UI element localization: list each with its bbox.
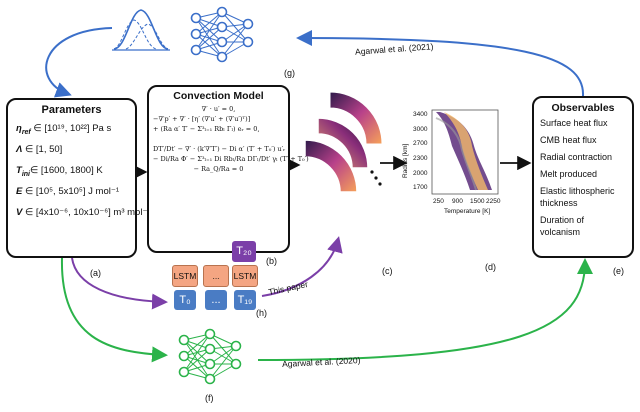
- label-f: (f): [205, 393, 214, 403]
- plot-xtick: 2250: [486, 198, 501, 205]
- convection-model-title: Convection Model: [173, 90, 264, 102]
- plot-xlabel: Temperature [K]: [444, 208, 491, 215]
- input-timestep: T₀: [174, 290, 196, 310]
- neuron-node: [242, 36, 254, 48]
- parameter-row: Λ ∈ [1, 50]: [16, 143, 63, 155]
- neuron-node: [216, 36, 228, 48]
- neuron-node: [216, 51, 228, 63]
- lstm-cell: LSTM: [232, 265, 258, 287]
- input-timestep: ...: [205, 290, 227, 310]
- neuron-node: [204, 328, 216, 340]
- neuron-node: [204, 373, 216, 385]
- parameter-row: V ∈ [4x10⁻⁶, 10x10⁻⁶] m³ mol⁻¹: [16, 206, 151, 218]
- neuron-node: [190, 28, 202, 40]
- equation-line: − Ra_Q/Ra = 0: [193, 165, 244, 173]
- label-h: (h): [256, 308, 267, 318]
- plot-ytick: 2700: [413, 140, 428, 147]
- arrow-lstm-to-slices: [261, 236, 343, 297]
- plot-ytick: 3000: [413, 126, 428, 133]
- neuron-node: [242, 18, 254, 30]
- plot-ytick: 2300: [413, 155, 428, 162]
- observable-item: Radial contraction: [540, 152, 613, 162]
- plot-ytick: 3400: [413, 111, 428, 118]
- plot-ytick: 2000: [413, 170, 428, 177]
- temperature-profile-plot: [431, 109, 499, 195]
- observable-item: Elastic lithospheric thickness: [540, 186, 615, 208]
- observables-title: Observables: [551, 102, 615, 114]
- neural-network-f-icon: [178, 328, 242, 385]
- neuron-node: [216, 6, 228, 18]
- neural-network-g-icon: [190, 6, 254, 63]
- neuron-node: [190, 44, 202, 56]
- input-timestep: T₁₉: [234, 290, 256, 310]
- label-g: (g): [284, 68, 295, 78]
- plot-xtick: 900: [452, 198, 463, 205]
- parameters-box: Parameters ηref ∈ [10¹⁹, 10²²] Pa s Λ ∈ […: [6, 98, 151, 258]
- neuron-node: [204, 358, 216, 370]
- parameter-row: ηref ∈ [10¹⁹, 10²²] Pa s: [16, 123, 112, 136]
- arrow-params-to-f: [60, 257, 168, 363]
- parameter-row: E ∈ [10⁵, 5x10⁵] J mol⁻¹: [16, 185, 120, 197]
- plot-ytick: 1700: [413, 184, 428, 191]
- label-c: (c): [382, 266, 393, 276]
- label-e: (e): [613, 266, 624, 276]
- equation-line: + (Ra α′ T′ − Σ³ₗ₌₁ Rbₗ Γₗ) eᵣ = 0,: [153, 125, 260, 133]
- equation-line: ∇′ · u′ = 0,: [201, 105, 236, 113]
- equation-line: −∇′p′ + ∇′ · [η′ (∇′u′ + (∇′u′)ᵀ)]: [153, 115, 251, 123]
- neuron-node: [216, 21, 228, 33]
- lstm-cell: ...: [203, 265, 229, 287]
- neuron-node: [190, 12, 202, 24]
- neuron-node: [204, 343, 216, 355]
- arrow-obs-to-g: [296, 30, 585, 97]
- equation-line: DT′/Dt′ − ∇′ · (k′∇′T′) − Di α′ (T′ + T₀…: [153, 145, 286, 153]
- neuron-node: [178, 334, 190, 346]
- gaussian-curves-icon: [112, 9, 170, 51]
- output-t20: T₂₀: [232, 241, 256, 262]
- label-b: (b): [266, 256, 277, 266]
- parameters-title: Parameters: [41, 104, 102, 116]
- observable-item: CMB heat flux: [540, 135, 597, 145]
- label-a: (a): [90, 268, 101, 278]
- observable-item: Surface heat flux: [540, 118, 608, 128]
- arrow-g-to-params: [45, 27, 113, 98]
- mantle-slices-image: [304, 91, 383, 193]
- neuron-node: [178, 350, 190, 362]
- plot-xtick: 250: [433, 198, 444, 205]
- neuron-node: [230, 340, 242, 352]
- label-d: (d): [485, 262, 496, 272]
- plot-ylabel: Radius [km]: [402, 143, 409, 178]
- plot-xtick: 1500: [470, 198, 485, 205]
- arrow-f-to-obs: [257, 258, 593, 361]
- observable-item: Duration of volcanism: [540, 215, 585, 237]
- parameter-row: Tini∈ [1600, 1800] K: [16, 164, 103, 178]
- observable-item: Melt produced: [540, 169, 598, 179]
- neuron-node: [178, 366, 190, 378]
- convection-model-box: Convection Model ∇′ · u′ = 0, −∇′p′ + ∇′ …: [147, 85, 309, 253]
- equation-line: − Di/Ra Φ′ − Σ³ₗ₌₁ Di Rbₗ/Ra DΓₗ/Dt′ γₗ …: [153, 155, 309, 163]
- lstm-cell: LSTM: [172, 265, 198, 287]
- arrow-params-to-lstm: [71, 257, 168, 310]
- neuron-node: [230, 358, 242, 370]
